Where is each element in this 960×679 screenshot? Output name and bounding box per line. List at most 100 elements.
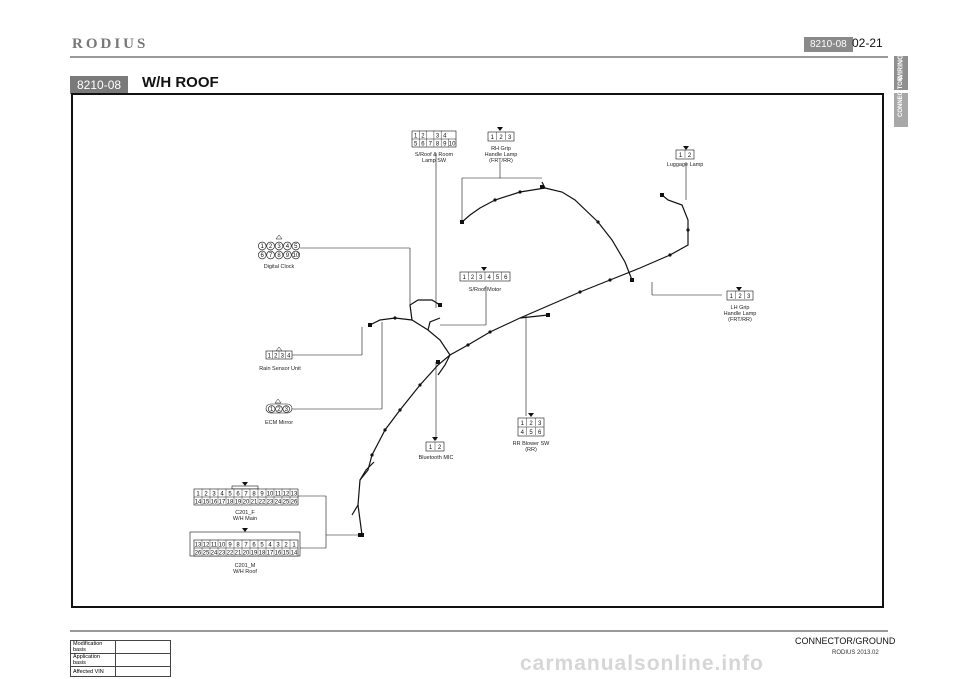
pin-circle — [275, 405, 283, 413]
pin-number: 25 — [283, 500, 290, 506]
connector-pointer-icon — [736, 287, 742, 291]
pin-circle — [266, 241, 275, 251]
pin-number: 2 — [529, 421, 533, 427]
footer-subtitle: RODIUS 2013.02 — [832, 650, 879, 656]
pin-number: 3 — [538, 421, 542, 427]
pin-number: 9 — [286, 253, 290, 259]
connector-label: Rain Sensor Unit — [259, 366, 301, 372]
pin-number: 3 — [277, 244, 281, 250]
pin-number: 1 — [462, 275, 466, 281]
connector-pointer-icon — [497, 127, 503, 131]
pin-number: 2 — [284, 543, 288, 549]
pin-number: 9 — [443, 142, 447, 148]
pin-number: 4 — [287, 354, 291, 360]
pin-number: 5 — [414, 142, 418, 148]
pin-number: 7 — [429, 142, 433, 148]
pin-circle — [266, 250, 275, 260]
pin-number: 2 — [269, 244, 273, 250]
connector-pointer-icon — [274, 398, 282, 404]
connector-label: Handle Lamp — [724, 311, 757, 317]
table-cell-label: Application basis — [70, 653, 116, 667]
pin-number: 16 — [275, 551, 282, 557]
pin-number: 12 — [203, 543, 210, 549]
connector-pointer-icon — [432, 437, 438, 441]
harness-clips — [358, 185, 690, 537]
pin-number: 24 — [211, 551, 218, 557]
pin-number: 2 — [438, 445, 442, 451]
connector-pointer-icon — [242, 528, 248, 532]
pin-number: 1 — [261, 244, 265, 250]
pin-number: 11 — [275, 492, 282, 498]
pin-number: 20 — [243, 500, 250, 506]
page-number: 02-21 — [852, 36, 883, 50]
pin-number: 2 — [274, 354, 278, 360]
pin-number: 20 — [243, 551, 250, 557]
pin-number: 8 — [277, 253, 281, 259]
pin-number: 19 — [251, 551, 258, 557]
pin-number: 17 — [267, 551, 274, 557]
pin-number: 14 — [291, 551, 298, 557]
pin-number: 7 — [244, 492, 248, 498]
pin-number: 3 — [436, 134, 440, 140]
connector-label: S/Roof & Room — [415, 152, 454, 158]
pin-number: 2 — [499, 135, 503, 141]
pin-number: 10 — [449, 142, 456, 148]
side-tab-wiring[interactable]: WIRING — [894, 54, 908, 90]
connector-label: LH Grip — [731, 305, 750, 311]
pin-number: 8 — [252, 492, 256, 498]
pin-number: 26 — [291, 500, 298, 506]
pin-number: 25 — [203, 551, 210, 557]
table-cell-value — [115, 666, 171, 677]
pin-number: 5 — [294, 244, 298, 250]
pin-number: 7 — [244, 543, 248, 549]
pin-number: 1 — [196, 492, 200, 498]
pin-number: 4 — [286, 244, 290, 250]
pin-number: 26 — [195, 551, 202, 557]
pin-number: 9 — [260, 492, 264, 498]
pin-number: 2 — [421, 134, 425, 140]
harness-wires — [351, 181, 689, 536]
connector-label: Handle Lamp — [485, 152, 518, 158]
connector-label: ECM Mirror — [265, 420, 293, 426]
connector-label: (FRT/RR) — [489, 158, 513, 164]
pin-number: 10 — [219, 543, 226, 549]
pin-number: 21 — [235, 551, 242, 557]
pin-number: 3 — [508, 135, 512, 141]
pin-number: 3 — [285, 407, 289, 413]
table-cell-value — [115, 640, 171, 654]
pin-number: 16 — [211, 500, 218, 506]
brand-logo: RODIUS — [72, 36, 149, 52]
connector-label: W/H Main — [233, 516, 257, 522]
pin-number: 3 — [479, 275, 483, 281]
connector-label: C201_F — [235, 510, 255, 516]
pin-number: 15 — [283, 551, 290, 557]
pin-number: 10 — [267, 492, 274, 498]
side-tab-connector[interactable]: CONNEC TOR — [894, 77, 908, 127]
connector-label: W/H Roof — [233, 569, 257, 575]
pin-circle — [267, 405, 276, 413]
pin-number: 6 — [252, 543, 256, 549]
pin-number: 3 — [276, 543, 280, 549]
pin-number: 5 — [260, 543, 264, 549]
pin-circle — [258, 241, 267, 251]
pin-number: 6 — [538, 430, 542, 436]
pin-circle — [283, 250, 292, 260]
connector-label: Bluetooth MIC — [419, 455, 454, 461]
pin-number: 4 — [443, 134, 447, 140]
pin-number: 7 — [269, 253, 273, 259]
pin-number: 2 — [204, 492, 208, 498]
pin-number: 4 — [521, 430, 525, 436]
pin-number: 5 — [496, 275, 500, 281]
pin-number: 1 — [268, 354, 272, 360]
pin-number: 23 — [267, 500, 274, 506]
pin-number: 6 — [421, 142, 425, 148]
pin-number: 1 — [292, 543, 296, 549]
pin-number: 10 — [292, 253, 299, 259]
pin-number: 6 — [261, 253, 265, 259]
table-row: Modification basis — [70, 640, 171, 654]
pin-circle — [291, 250, 300, 260]
